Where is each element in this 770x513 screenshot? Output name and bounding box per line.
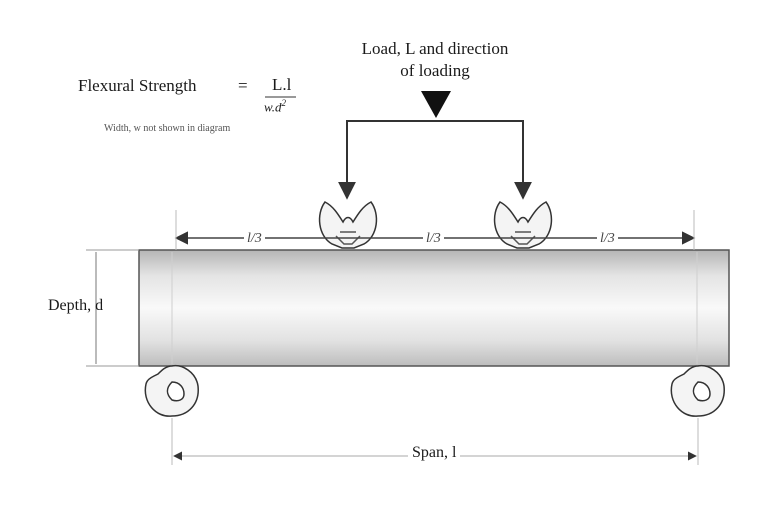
formula-denominator: w.d2 [264, 98, 286, 115]
support-roller-left [144, 364, 199, 417]
formula-denominator-text: w.d [264, 99, 282, 115]
third-span-label: l/3 [597, 231, 618, 247]
load-label-line-2: of loading [400, 61, 470, 80]
third-span-label: l/3 [423, 231, 444, 247]
span-label: Span, l [408, 444, 461, 462]
loading-roller-right [493, 201, 553, 249]
load-label: Load, L and direction of loading [300, 38, 570, 82]
formula-equals: = [238, 76, 248, 95]
beam [138, 249, 730, 367]
formula-label: Flexural Strength [78, 76, 197, 95]
formula-exponent: 2 [281, 98, 286, 108]
depth-label: Depth, d [48, 297, 104, 314]
width-note: Width, w not shown in diagram [104, 123, 231, 134]
loading-roller-left [318, 201, 378, 249]
formula-numerator: L.l [272, 75, 292, 94]
load-arrow-icon [421, 91, 451, 118]
third-span-label: l/3 [244, 231, 265, 247]
support-roller-right [670, 364, 725, 417]
load-label-line-1: Load, L and direction [361, 39, 509, 58]
